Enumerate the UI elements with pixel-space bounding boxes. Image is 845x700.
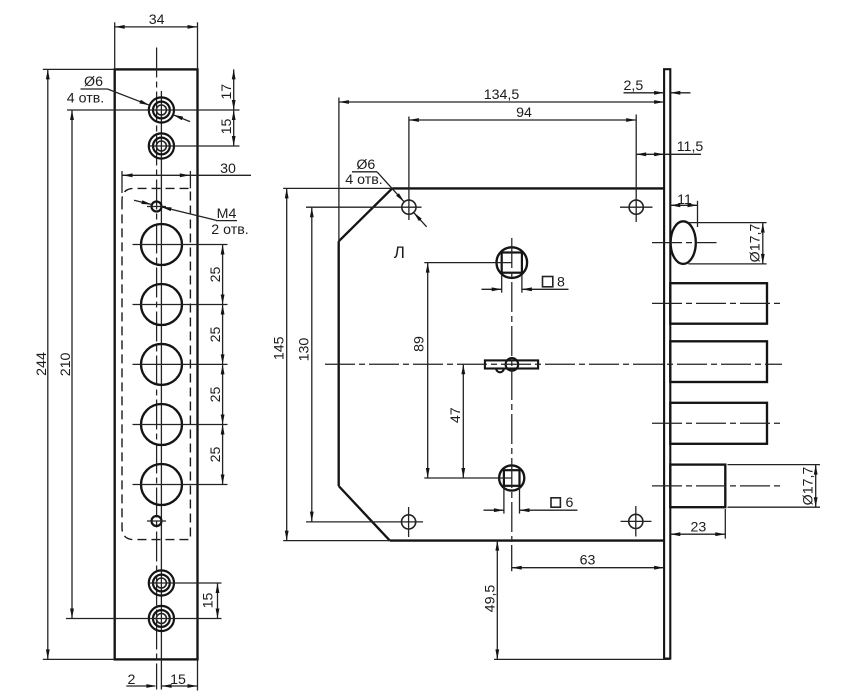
svg-text:Ø17,7: Ø17,7 bbox=[800, 467, 816, 506]
svg-text:11,5: 11,5 bbox=[677, 139, 704, 155]
svg-text:25: 25 bbox=[208, 267, 224, 283]
svg-text:210: 210 bbox=[58, 352, 74, 376]
svg-text:15: 15 bbox=[219, 119, 235, 135]
svg-text:94: 94 bbox=[516, 105, 532, 121]
svg-text:2,5: 2,5 bbox=[624, 78, 644, 94]
svg-text:17: 17 bbox=[219, 84, 235, 100]
svg-text:Л: Л bbox=[394, 243, 405, 262]
svg-text:47: 47 bbox=[448, 407, 464, 423]
svg-text:145: 145 bbox=[272, 336, 288, 360]
svg-text:Ø17,7: Ø17,7 bbox=[747, 224, 763, 263]
svg-text:8: 8 bbox=[557, 274, 565, 290]
svg-text:30: 30 bbox=[220, 161, 236, 177]
svg-text:89: 89 bbox=[412, 336, 428, 352]
svg-text:6: 6 bbox=[566, 495, 574, 511]
svg-text:Ø6: Ø6 bbox=[84, 74, 103, 90]
svg-text:25: 25 bbox=[208, 326, 224, 342]
svg-text:130: 130 bbox=[297, 338, 313, 362]
svg-text:11: 11 bbox=[677, 192, 692, 208]
svg-text:49,5: 49,5 bbox=[482, 585, 498, 613]
svg-text:15: 15 bbox=[170, 672, 186, 688]
svg-text:63: 63 bbox=[580, 553, 596, 569]
svg-text:15: 15 bbox=[200, 593, 216, 609]
svg-text:134,5: 134,5 bbox=[484, 87, 520, 103]
svg-text:244: 244 bbox=[34, 352, 50, 376]
svg-text:4 отв.: 4 отв. bbox=[67, 91, 104, 107]
svg-text:M4: M4 bbox=[217, 206, 237, 222]
svg-text:4 отв.: 4 отв. bbox=[345, 172, 382, 188]
svg-text:25: 25 bbox=[208, 447, 224, 463]
svg-text:2: 2 bbox=[128, 672, 136, 688]
svg-text:23: 23 bbox=[691, 520, 707, 536]
svg-text:25: 25 bbox=[208, 386, 224, 402]
svg-text:Ø6: Ø6 bbox=[356, 157, 375, 173]
svg-text:2 отв.: 2 отв. bbox=[211, 222, 248, 238]
svg-text:34: 34 bbox=[149, 12, 165, 28]
